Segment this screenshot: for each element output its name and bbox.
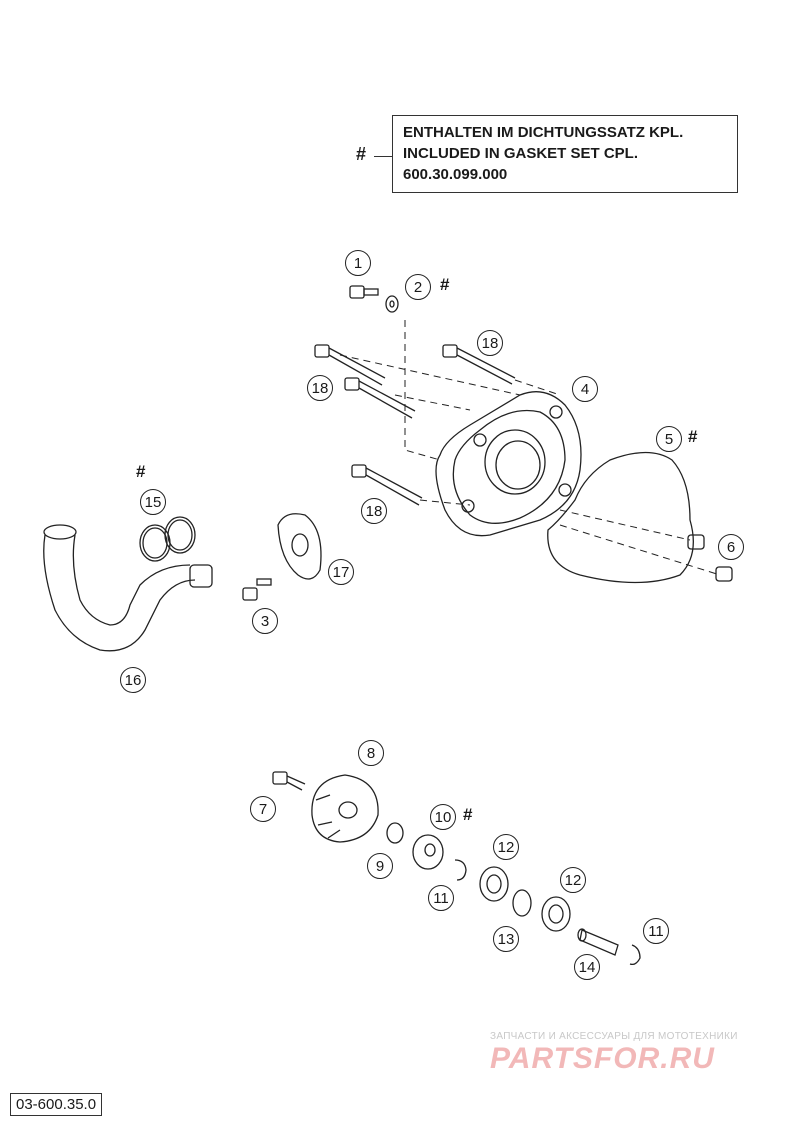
callout-1[interactable]: 1 xyxy=(345,250,371,276)
gasket-part-5 xyxy=(547,451,694,584)
document-code: 03-600.35.0 xyxy=(10,1093,103,1116)
bolt-part-1 xyxy=(349,285,379,299)
circlip-part-11-b xyxy=(629,944,641,966)
impeller-part-8 xyxy=(311,774,379,843)
callout-9[interactable]: 9 xyxy=(367,853,393,879)
screw-part-3 xyxy=(242,578,272,601)
shaft-part-14 xyxy=(577,928,619,956)
callout-15[interactable]: 15 xyxy=(140,489,166,515)
bolt-part-18-lower xyxy=(351,464,423,506)
shaft-seal-part-10 xyxy=(412,834,444,870)
callout-18-a[interactable]: 18 xyxy=(477,330,503,356)
seal-part-9 xyxy=(386,822,404,844)
callout-13[interactable]: 13 xyxy=(493,926,519,952)
callout-18-b[interactable]: 18 xyxy=(307,375,333,401)
bolt-part-18-long xyxy=(314,344,416,419)
callout-7[interactable]: 7 xyxy=(250,796,276,822)
gasket-set-legend: ENTHALTEN IM DICHTUNGSSATZ KPL. INCLUDED… xyxy=(392,115,738,193)
callout-8[interactable]: 8 xyxy=(358,740,384,766)
callout-18-c[interactable]: 18 xyxy=(361,498,387,524)
dowel-part-6 xyxy=(687,534,733,582)
gasket-set-mark: # xyxy=(688,427,698,446)
pump-cover-part-4 xyxy=(435,391,582,537)
callout-3[interactable]: 3 xyxy=(252,608,278,634)
legend-line-english: INCLUDED IN GASKET SET CPL. xyxy=(403,145,639,162)
circlip-part-13 xyxy=(512,889,532,917)
callout-12-b[interactable]: 12 xyxy=(560,867,586,893)
screw-part-7 xyxy=(272,771,306,791)
callout-11-a[interactable]: 11 xyxy=(428,885,454,911)
legend-leader-line xyxy=(374,156,392,157)
legend-line-part-number: 600.30.099.000 xyxy=(403,166,508,183)
callout-5[interactable]: 5 xyxy=(656,426,682,452)
gasket-set-mark: # xyxy=(463,805,473,824)
flange-gasket-part-17 xyxy=(277,513,322,580)
bearing-part-12-b xyxy=(541,896,571,932)
hose-pipe-part-16 xyxy=(43,524,213,652)
legend-hash-symbol: # xyxy=(356,144,367,164)
callout-6[interactable]: 6 xyxy=(718,534,744,560)
callout-14[interactable]: 14 xyxy=(574,954,600,980)
callout-12-a[interactable]: 12 xyxy=(493,834,519,860)
callout-17[interactable]: 17 xyxy=(328,559,354,585)
bearing-part-12-a xyxy=(479,866,509,902)
washer-part-2 xyxy=(385,295,399,313)
callout-11-b[interactable]: 11 xyxy=(643,918,669,944)
legend-line-german: ENTHALTEN IM DICHTUNGSSATZ KPL. xyxy=(403,124,684,141)
callout-4[interactable]: 4 xyxy=(572,376,598,402)
watermark-tagline: ЗАПЧАСТИ И АКСЕССУАРЫ ДЛЯ МОТОТЕХНИКИ xyxy=(490,1031,738,1042)
callout-10[interactable]: 10 xyxy=(430,804,456,830)
o-rings-part-15 xyxy=(139,516,196,562)
callout-16[interactable]: 16 xyxy=(120,667,146,693)
gasket-set-mark: # xyxy=(136,462,146,481)
bolt-part-18-top xyxy=(442,344,516,385)
watermark-brand: PARTSFOR.RU xyxy=(490,1042,715,1075)
circlip-part-11-a xyxy=(454,859,467,881)
callout-2[interactable]: 2 xyxy=(405,274,431,300)
gasket-set-mark: # xyxy=(440,275,450,294)
